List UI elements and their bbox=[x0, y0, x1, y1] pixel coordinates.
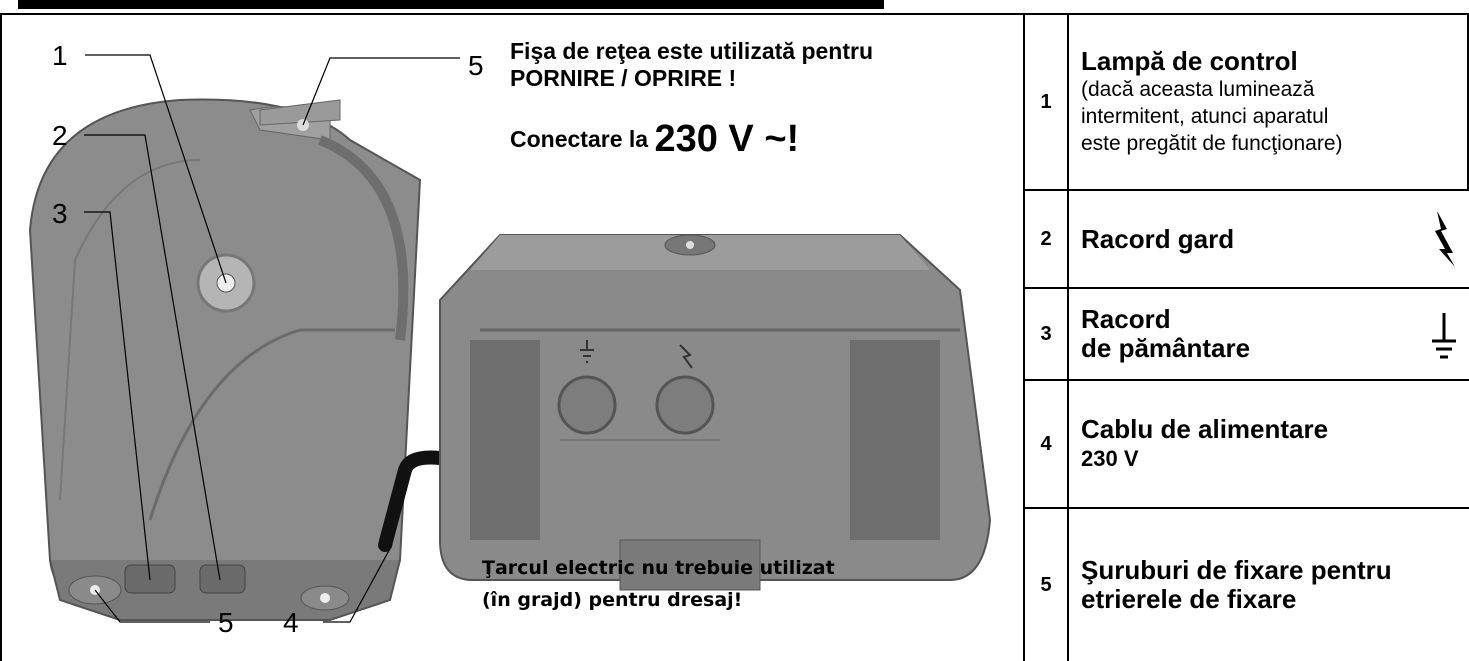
legend-title: 230 V bbox=[1081, 446, 1139, 471]
callout-5-top: 5 bbox=[468, 50, 484, 81]
illustration-frame bbox=[0, 13, 1025, 661]
legend-table: 1 Lampă de control (dacă aceasta luminea… bbox=[1025, 13, 1469, 661]
callout-1: 1 bbox=[52, 40, 68, 71]
header-bar bbox=[18, 0, 884, 9]
connect-prefix: Conectare la bbox=[510, 126, 655, 152]
callout-2: 2 bbox=[52, 120, 68, 151]
ground-icon bbox=[1432, 313, 1456, 359]
warning-note: Ţarcul electric nu trebuie utilizat (în … bbox=[482, 552, 835, 616]
legend-row-5: 5 Şuruburi de fixare pentru etrierele de… bbox=[1025, 509, 1469, 661]
callout-4: 4 bbox=[283, 607, 299, 638]
legend-num: 2 bbox=[1025, 191, 1069, 287]
connect-voltage: 230 V ~! bbox=[654, 118, 800, 160]
legend-num: 4 bbox=[1025, 381, 1069, 507]
callout-5-bottom: 5 bbox=[218, 607, 234, 638]
plug-note-line2: PORNIRE / OPRIRE ! bbox=[510, 65, 737, 91]
device-illustration bbox=[28, 54, 992, 623]
plug-note: Fişa de reţea este utilizată pentru PORN… bbox=[510, 38, 873, 92]
legend-title: Racord gard bbox=[1081, 223, 1235, 254]
legend-desc-line: intermitent, atunci aparatul bbox=[1081, 105, 1329, 128]
legend-title: Lampă de control bbox=[1081, 46, 1298, 76]
device-rear-view bbox=[439, 234, 992, 591]
legend-title: de pământare bbox=[1081, 333, 1251, 363]
legend-num: 1 bbox=[1025, 15, 1069, 189]
legend-num: 5 bbox=[1025, 509, 1069, 661]
warning-line2: (în grajd) pentru dresaj! bbox=[482, 589, 743, 611]
legend-row-1: 1 Lampă de control (dacă aceasta luminea… bbox=[1025, 13, 1469, 191]
legend-title: Şuruburi de fixare pentru bbox=[1081, 555, 1392, 585]
legend-row-2: 2 Racord gard bbox=[1025, 191, 1469, 289]
legend-row-4: 4 Cablu de alimentare 230 V bbox=[1025, 381, 1469, 509]
legend-title: etrierele de fixare bbox=[1081, 584, 1297, 614]
legend-row-3: 3 Racord de pământare bbox=[1025, 289, 1469, 381]
warning-line1: Ţarcul electric nu trebuie utilizat bbox=[482, 557, 835, 579]
callout-3: 3 bbox=[52, 198, 68, 229]
device-front-view bbox=[28, 98, 422, 621]
legend-desc-line: este pregătit de funcţionare) bbox=[1081, 132, 1343, 155]
legend-title: Cablu de alimentare bbox=[1081, 414, 1329, 444]
plug-note-line1: Fişa de reţea este utilizată pentru bbox=[510, 38, 874, 64]
legend-title: Racord bbox=[1081, 304, 1171, 334]
connect-note: Conectare la 230 V ~! bbox=[510, 118, 799, 161]
lightning-icon bbox=[1435, 211, 1455, 267]
legend-desc-line: (dacă aceasta luminează bbox=[1081, 78, 1315, 101]
leader-lines bbox=[84, 54, 460, 623]
legend-num: 3 bbox=[1025, 289, 1069, 379]
